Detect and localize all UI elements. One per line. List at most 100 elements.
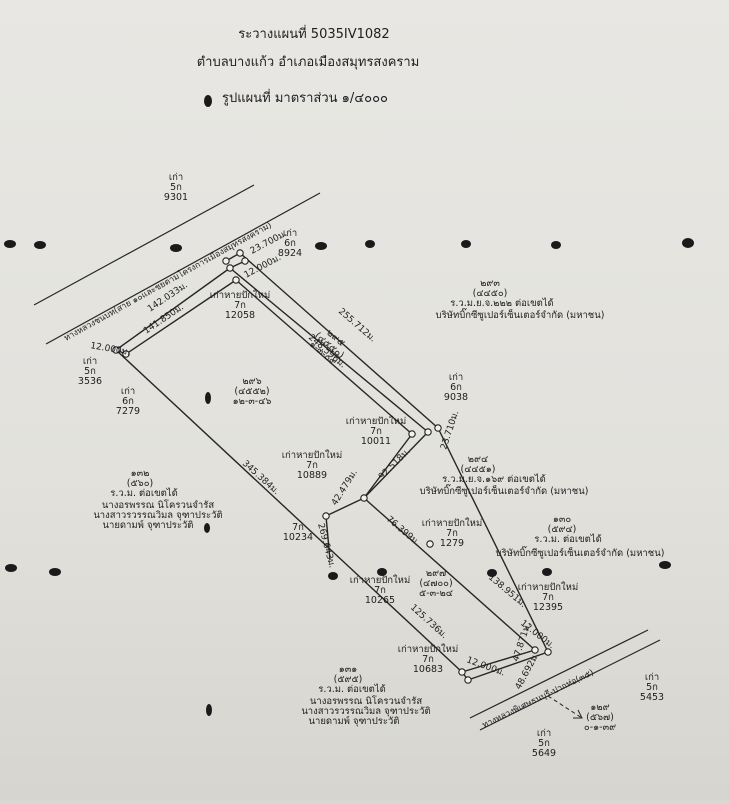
svg-text:เก่าหายปักใหม่: เก่าหายปักใหม่ xyxy=(350,574,410,586)
svg-text:นางอรพรรณ นิโครวนจำรัส: นางอรพรรณ นิโครวนจำรัส xyxy=(310,695,422,707)
svg-text:7ก: 7ก xyxy=(370,426,382,437)
svg-text:7ก: 7ก xyxy=(306,460,318,471)
svg-text:เก่า: เก่า xyxy=(645,672,659,683)
svg-text:5ก: 5ก xyxy=(170,182,182,193)
svg-text:๒๙๔: ๒๙๔ xyxy=(468,454,488,465)
svg-text:7ก: 7ก xyxy=(292,522,304,533)
svg-text:10265: 10265 xyxy=(365,595,395,606)
parcel-label-9038: เก่า 6ก 9038 xyxy=(444,372,468,403)
svg-text:ร.ว.ม.ย.จ.๒๒๒ ต่อเขตได้: ร.ว.ม.ย.จ.๒๒๒ ต่อเขตได้ xyxy=(450,297,553,309)
dim-mid3: 76.399ม. xyxy=(384,515,421,549)
block-131: ๑๓๑ (๕๙๕) ร.ว.ม. ต่อเขตได้ นางอรพรรณ นิโ… xyxy=(301,664,430,727)
district-title: ตำบลบางแก้ว อำเภอเมืองสมุทรสงคราม xyxy=(197,54,420,70)
svg-text:เก่า: เก่า xyxy=(169,172,183,183)
parcel-label-3536: เก่า 5ก 3536 xyxy=(78,356,102,387)
block-297: ๒๙๗ (๔๗๐๐) ๕-๓-๒๔ xyxy=(419,568,453,599)
svg-text:(๕๙๔): (๕๙๔) xyxy=(548,524,577,535)
block-129: ๑๒๙ (๕๖๗) ๐-๑-๓๙ xyxy=(584,702,616,733)
dim-se2: 125.736ม. xyxy=(408,603,449,641)
svg-text:6ก: 6ก xyxy=(284,238,296,249)
parcel-label-9301: เก่า 5ก 9301 xyxy=(164,172,188,203)
dim-sw: 345.384ม. xyxy=(240,459,281,497)
svg-text:ร.ว.ม. ต่อเขตได้: ร.ว.ม. ต่อเขตได้ xyxy=(110,487,178,499)
svg-text:๑๒-๓-๔๖: ๑๒-๓-๔๖ xyxy=(233,396,272,407)
svg-text:ร.ว.ม.ย.จ.๑๖๙ ต่อเขตได้: ร.ว.ม.ย.จ.๑๖๙ ต่อเขตได้ xyxy=(442,473,546,485)
svg-text:๑๓๑: ๑๓๑ xyxy=(339,664,358,675)
svg-text:บริษัทบิ๊กซีซูเปอร์เซ็นเตอร์จำ: บริษัทบิ๊กซีซูเปอร์เซ็นเตอร์จำกัด (มหาชน… xyxy=(420,483,589,497)
svg-text:5649: 5649 xyxy=(532,748,556,759)
svg-text:นางสาวรวรรณวิมล จุฑาประวัติ: นางสาวรวรรณวิมล จุฑาประวัติ xyxy=(301,706,430,717)
svg-text:๒๙๗: ๒๙๗ xyxy=(426,568,446,579)
svg-text:8924: 8924 xyxy=(278,248,302,259)
svg-text:5ก: 5ก xyxy=(538,738,550,749)
parcel-label-12395: เก่าหายปักใหม่ 7ก 12395 xyxy=(518,581,578,613)
svg-text:เก่าหายปักใหม่: เก่าหายปักใหม่ xyxy=(210,289,270,301)
parcel-label-10011: เก่าหายปักใหม่ 7ก 10011 xyxy=(346,415,406,447)
svg-text:ร.ว.ม. ต่อเขตได้: ร.ว.ม. ต่อเขตได้ xyxy=(318,683,386,695)
svg-text:9038: 9038 xyxy=(444,392,468,403)
svg-text:เก่าหายปักใหม่: เก่าหายปักใหม่ xyxy=(282,449,342,461)
svg-text:บริษัทบิ๊กซีซูเปอร์เซ็นเตอร์จำ: บริษัทบิ๊กซีซูเปอร์เซ็นเตอร์จำกัด (มหาชน… xyxy=(436,307,605,321)
svg-text:7ก: 7ก xyxy=(422,654,434,665)
svg-text:5ก: 5ก xyxy=(84,366,96,377)
south-road xyxy=(469,629,661,731)
svg-text:10234: 10234 xyxy=(283,532,313,543)
svg-text:เก่า: เก่า xyxy=(537,728,551,739)
svg-text:ร.ว.ม. ต่อเขตได้: ร.ว.ม. ต่อเขตได้ xyxy=(534,533,602,545)
svg-text:(๕๖๐): (๕๖๐) xyxy=(127,478,153,489)
svg-text:๑๓๐: ๑๓๐ xyxy=(553,514,572,525)
parcel-label-5453: เก่า 5ก 5453 xyxy=(640,672,664,703)
svg-text:(๔๔๕๐): (๔๔๕๐) xyxy=(473,288,508,299)
block-293: ๒๙๓ (๔๔๕๐) ร.ว.ม.ย.จ.๒๒๒ ต่อเขตได้ บริษั… xyxy=(436,278,605,321)
svg-text:๑๓๒: ๑๓๒ xyxy=(131,468,150,479)
scale-title: รูปแผนที่ มาตราส่วน ๑/๔๐๐๐ xyxy=(222,89,388,106)
svg-text:นายดามพ์ จุฑาประวัติ: นายดามพ์ จุฑาประวัติ xyxy=(309,715,400,727)
block-296: ๒๙๖ (๔๕๕๒) ๑๒-๓-๔๖ xyxy=(233,376,272,407)
parcel-label-1279: เก่าหายปักใหม่ 7ก 1279 xyxy=(422,517,482,549)
svg-text:นายดามพ์ จุฑาประวัติ: นายดามพ์ จุฑาประวัติ xyxy=(103,519,194,531)
map-sheet-title: ระวางแผนที่ 5035IV1082 xyxy=(238,25,389,42)
svg-text:เก่าหายปักใหม่: เก่าหายปักใหม่ xyxy=(518,581,578,593)
svg-text:เก่า: เก่า xyxy=(121,386,135,397)
parcel-label-10889: เก่าหายปักใหม่ 7ก 10889 xyxy=(282,449,342,481)
parcel-boundaries xyxy=(115,252,549,681)
svg-text:เก่าหายปักใหม่: เก่าหายปักใหม่ xyxy=(346,415,406,427)
svg-text:6ก: 6ก xyxy=(450,382,462,393)
svg-text:5ก: 5ก xyxy=(646,682,658,693)
svg-text:(๔๕๕๒): (๔๕๕๒) xyxy=(234,386,269,397)
svg-text:๑๒๙: ๑๒๙ xyxy=(590,702,609,713)
parcel-label-12058: เก่าหายปักใหม่ 7ก 12058 xyxy=(210,289,270,321)
svg-text:๕-๓-๒๔: ๕-๓-๒๔ xyxy=(419,588,453,599)
north-road xyxy=(33,184,321,345)
block-294: ๒๙๔ (๔๔๕๑) ร.ว.ม.ย.จ.๑๖๙ ต่อเขตได้ บริษั… xyxy=(420,454,589,497)
svg-text:(๔๗๐๐): (๔๗๐๐) xyxy=(419,578,452,589)
direction-arrow xyxy=(547,695,583,719)
svg-text:นางสาวรวรรณวิมล จุฑาประวัติ: นางสาวรวรรณวิมล จุฑาประวัติ xyxy=(93,510,222,521)
svg-text:3536: 3536 xyxy=(78,376,102,387)
svg-text:นางอรพรรณ นิโครวนจำรัส: นางอรพรรณ นิโครวนจำรัส xyxy=(102,499,214,511)
parcel-label-5649: เก่า 5ก 5649 xyxy=(532,728,556,759)
survey-markers xyxy=(112,249,552,684)
block-132: ๑๓๒ (๕๖๐) ร.ว.ม. ต่อเขตได้ นางอรพรรณ นิโ… xyxy=(93,468,222,531)
svg-text:เก่าหายปักใหม่: เก่าหายปักใหม่ xyxy=(422,517,482,529)
svg-text:10889: 10889 xyxy=(297,470,327,481)
svg-text:12058: 12058 xyxy=(225,310,255,321)
svg-text:7ก: 7ก xyxy=(234,300,246,311)
block-130: ๑๓๐ (๕๙๔) ร.ว.ม. ต่อเขตได้ บริษัทบิ๊กซีซ… xyxy=(496,514,665,559)
svg-text:7ก: 7ก xyxy=(542,592,554,603)
parcel-label-7279: เก่า 6ก 7279 xyxy=(116,386,140,417)
svg-text:เก่า: เก่า xyxy=(283,228,297,239)
svg-text:เก่า: เก่า xyxy=(449,372,463,383)
svg-text:(๕๙๕): (๕๙๕) xyxy=(334,674,363,685)
parcel-label-8924: เก่า 6ก 8924 xyxy=(278,228,302,259)
svg-text:๒๙๖: ๒๙๖ xyxy=(242,376,261,387)
svg-text:(๔๔๕๑): (๔๔๕๑) xyxy=(460,464,495,475)
svg-text:7ก: 7ก xyxy=(374,585,386,596)
dim-mid4: 269.643ม. xyxy=(315,522,337,569)
dim-se6: 12.000ม. xyxy=(465,655,506,678)
svg-text:(๕๖๗): (๕๖๗) xyxy=(586,712,614,723)
svg-text:7279: 7279 xyxy=(116,406,140,417)
dim-mid1: 92.518ม. xyxy=(377,447,413,483)
